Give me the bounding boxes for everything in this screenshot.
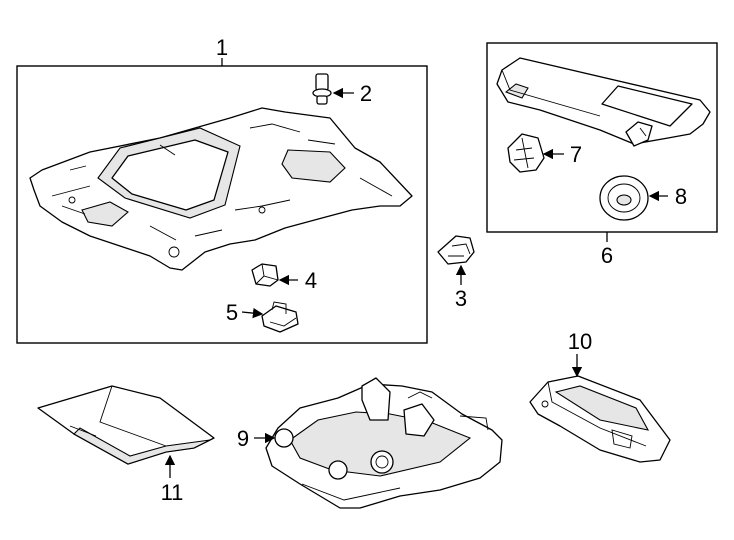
clip-part[interactable] [312, 73, 332, 105]
lamp-part[interactable] [529, 375, 671, 463]
overhead-console-part[interactable] [265, 377, 503, 509]
callout-4: 4 [305, 268, 317, 293]
callout-6: 6 [601, 243, 613, 268]
sun-visor-group-frame [486, 42, 718, 233]
callout-2: 2 [360, 81, 372, 106]
callout-11: 11 [161, 480, 184, 505]
hook-part[interactable] [437, 235, 475, 265]
cover-part[interactable] [599, 175, 649, 221]
callout-8: 8 [675, 184, 687, 209]
callout-3: 3 [455, 286, 467, 311]
callout-5: 5 [226, 300, 238, 325]
callout-9: 9 [237, 426, 249, 451]
trim-panel-part[interactable] [37, 385, 215, 465]
bracket-part[interactable] [251, 263, 279, 287]
headliner-part[interactable] [29, 107, 413, 271]
visor-clip-part[interactable] [507, 133, 545, 173]
holder-part[interactable] [261, 301, 299, 333]
sun-visor-part[interactable] [496, 57, 711, 147]
callout-10: 10 [568, 329, 592, 354]
leader-5 [241, 307, 264, 319]
callout-7: 7 [570, 142, 582, 167]
callout-1: 1 [216, 35, 228, 60]
